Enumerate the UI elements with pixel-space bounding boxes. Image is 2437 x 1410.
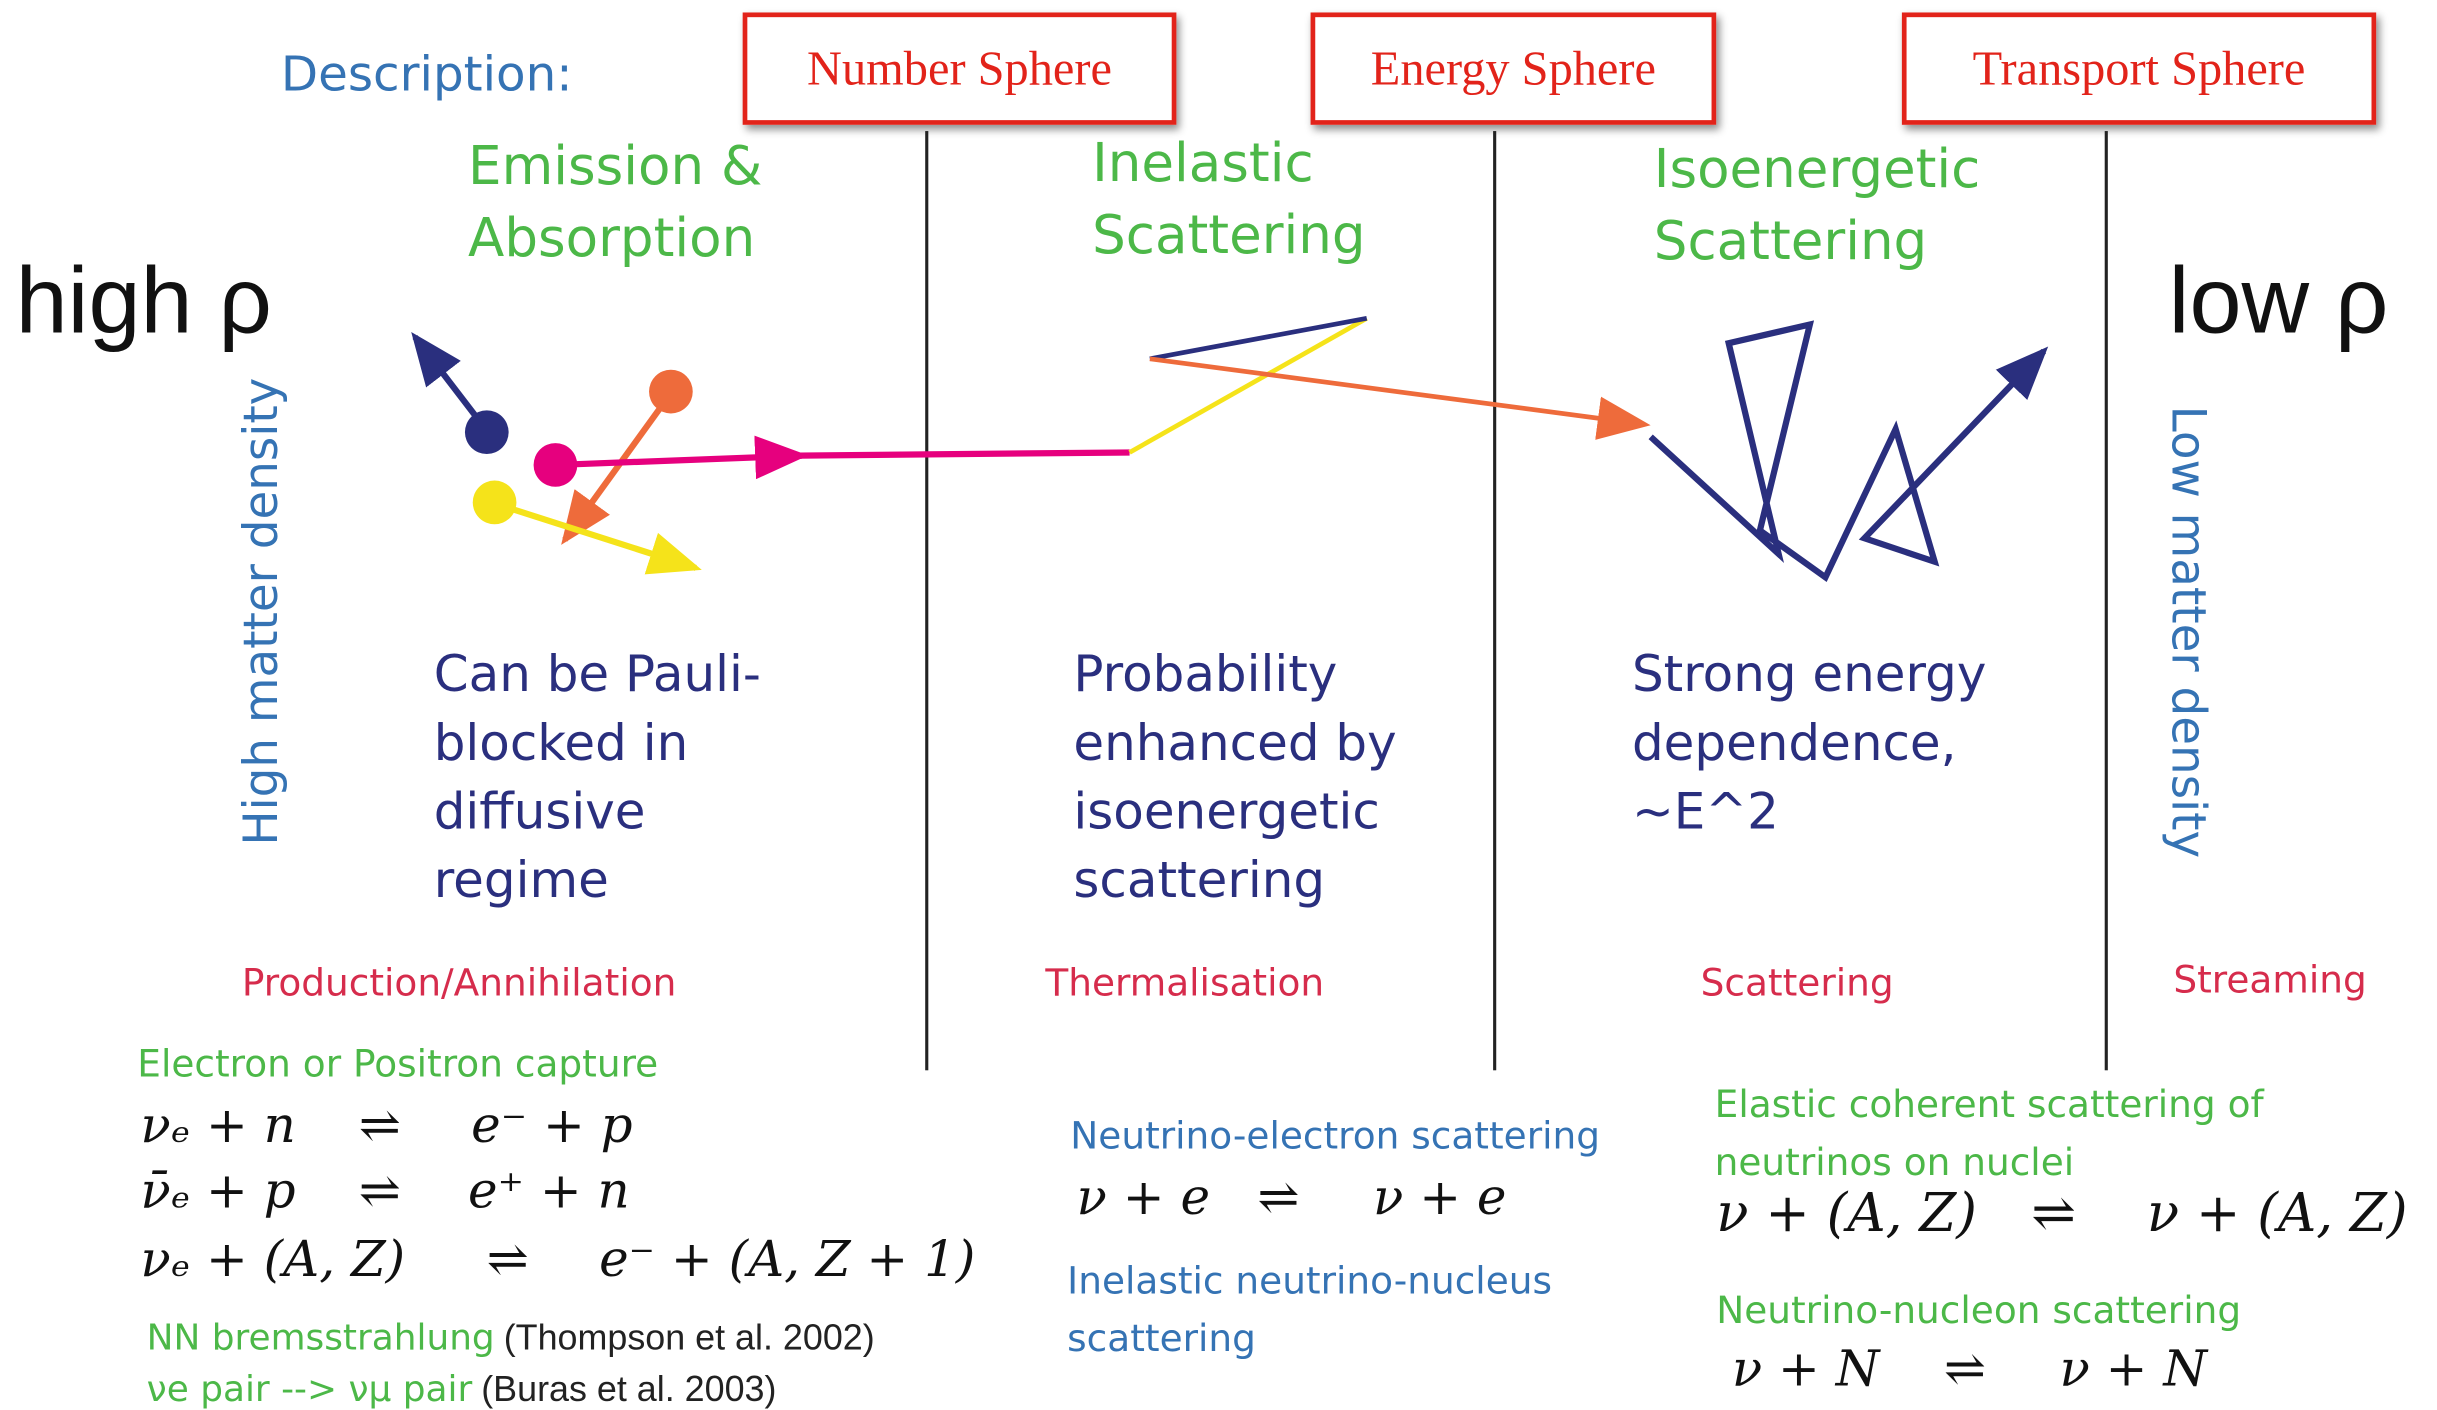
capture-eq-1-rhs: e⁻ + p xyxy=(471,1095,633,1155)
capture-eq-3-arrow: ⇌ xyxy=(486,1229,529,1289)
energy-dependence-note: Strong energy dependence, ~E^2 xyxy=(1631,644,1987,841)
divider-transport-sphere xyxy=(2104,131,2108,1071)
capture-eq-1-lhs: νₑ + n xyxy=(140,1095,296,1155)
nucleon-eq-rhs: ν + N xyxy=(2059,1338,2208,1398)
high-rho-label: high ρ xyxy=(15,248,272,353)
capture-eq-2-lhs: ν̄ₑ + p xyxy=(140,1160,296,1221)
orange-arrow xyxy=(561,391,674,545)
navy-track xyxy=(1149,315,1368,362)
divider-energy-sphere xyxy=(1493,131,1497,1071)
coherent-eq-arrow: ⇌ xyxy=(2031,1182,2076,1246)
pair-line: νe pair --> νμ pair (Buras et al. 2003) xyxy=(147,1368,777,1410)
isoenergetic-scattering-title: Isoenergetic Scattering xyxy=(1653,138,1981,274)
capture-eq-3-lhs: νₑ + (A, Z) xyxy=(140,1229,406,1289)
energy-sphere-box: Energy Sphere xyxy=(1310,12,1717,125)
coherent-scattering-title: Elastic coherent scattering of neutrinos… xyxy=(1714,1082,2264,1185)
pair-label: νe pair --> νμ pair xyxy=(146,1369,473,1410)
yellow-particle xyxy=(472,480,517,525)
probability-enhanced-note: Probability enhanced by isoenergetic sca… xyxy=(1073,644,1397,910)
capture-eq-1-arrow: ⇌ xyxy=(358,1095,401,1155)
streaming-label: Streaming xyxy=(2173,957,2367,1002)
nucleon-scattering-title: Neutrino-nucleon scattering xyxy=(1716,1288,2242,1333)
scattering-label: Scattering xyxy=(1700,961,1894,1005)
orange-particle xyxy=(649,369,693,414)
nucleon-eq-lhs: ν + N xyxy=(1731,1338,1880,1398)
nu-electron-eq-arrow: ⇌ xyxy=(1257,1167,1300,1227)
zigzag-track xyxy=(1648,320,2049,582)
orange-track xyxy=(1149,356,1651,440)
inelastic-nucleus-title: Inelastic neutrino-nucleus scattering xyxy=(1067,1259,1552,1361)
capture-eq-2-arrow: ⇌ xyxy=(358,1160,401,1221)
magenta-particle xyxy=(533,443,578,487)
number-sphere-box: Number Sphere xyxy=(742,12,1177,125)
pauli-blocked-note: Can be Pauli- blocked in diffusive regim… xyxy=(433,644,761,910)
nu-electron-eq-lhs: ν + e xyxy=(1076,1167,1211,1227)
capture-eq-2-rhs: e⁺ + n xyxy=(468,1160,630,1221)
pair-ref: (Buras et al. 2003) xyxy=(481,1368,777,1409)
navy-particle xyxy=(464,410,509,455)
yellow-track xyxy=(1128,316,1368,455)
divider-number-sphere xyxy=(925,131,929,1071)
transport-sphere-box: Transport Sphere xyxy=(1901,12,2377,125)
thermalisation-label: Thermalisation xyxy=(1045,961,1325,1005)
production-annihilation-label: Production/Annihilation xyxy=(241,961,677,1005)
capture-eq-3-rhs: e⁻ + (A, Z + 1) xyxy=(599,1229,976,1289)
yellow-arrow xyxy=(495,500,702,575)
capture-title: Electron or Positron capture xyxy=(137,1042,659,1086)
nu-electron-title: Neutrino-electron scattering xyxy=(1070,1113,1601,1158)
inelastic-scattering-title: Inelastic Scattering xyxy=(1092,132,1366,267)
magenta-arrow xyxy=(556,435,809,480)
low-rho-label: low ρ xyxy=(2168,248,2389,353)
magenta-track xyxy=(798,449,1130,459)
coherent-eq-rhs: ν + (A, Z) xyxy=(2146,1182,2408,1246)
emission-absorption-title: Emission & Absorption xyxy=(468,135,763,270)
nucleon-eq-arrow: ⇌ xyxy=(1944,1338,1986,1398)
bremsstrahlung-ref: (Thompson et al. 2002) xyxy=(503,1316,875,1358)
bremsstrahlung-label: NN bremsstrahlung xyxy=(146,1318,495,1359)
coherent-eq-lhs: ν + (A, Z) xyxy=(1716,1182,1977,1246)
description-label: Description: xyxy=(280,46,573,103)
nu-electron-eq-rhs: ν + e xyxy=(1372,1167,1507,1227)
bremsstrahlung-line: NN bremsstrahlung (Thompson et al. 2002) xyxy=(147,1317,875,1359)
